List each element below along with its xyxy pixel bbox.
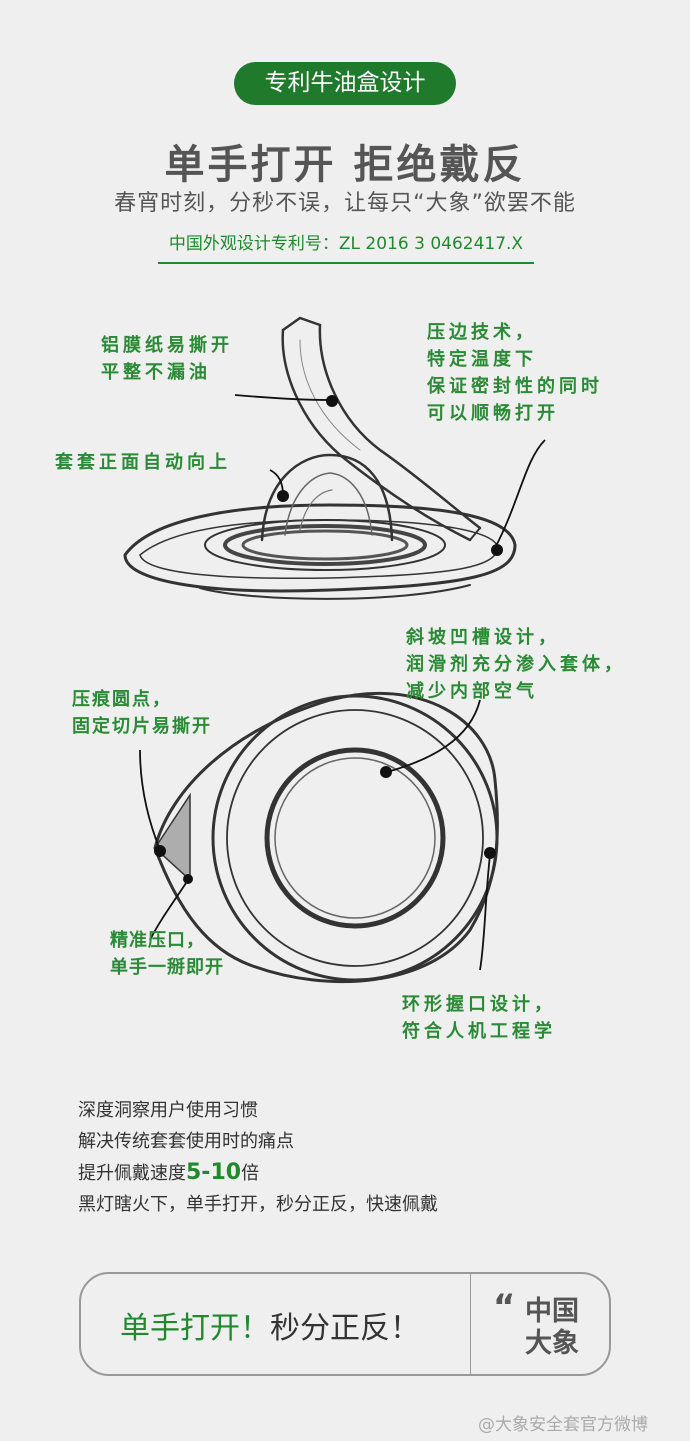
brand-quote-icon: “	[493, 1287, 516, 1327]
callout-notch: 精准压口，单手一掰即开	[110, 930, 224, 978]
cta-slogan: 单手打开！秒分正反！	[120, 1311, 420, 1346]
headline: 单手打开 拒绝戴反	[164, 142, 526, 188]
subline: 春宵时刻，分秒不误，让每只“大象”欲罢不能	[114, 191, 576, 216]
callout-foil: 铝膜纸易撕开平整不漏油	[101, 335, 233, 383]
cta-divider	[470, 1274, 471, 1374]
box-top-view-sketch	[153, 691, 499, 984]
callout-groove: 斜坡凹槽设计，润滑剂充分渗入套体， 减少内部空气	[406, 627, 626, 702]
callout-sealing: 压边技术，特定温度下 保证密封性的同时可以顺畅打开	[427, 322, 603, 424]
callout-grip: 环形握口设计，符合人机工程学	[402, 994, 556, 1042]
open-box-sketch	[123, 316, 517, 600]
callout-dot: 压痕圆点，固定切片易撕开	[72, 689, 212, 737]
leader-lines	[139, 394, 546, 971]
watermark: @大象安全套官方微博	[478, 1415, 648, 1435]
patent-badge: 专利牛油盒设计	[234, 62, 456, 105]
brand-logo: 中国大象	[525, 1296, 579, 1359]
product-sketch	[123, 316, 546, 984]
cta-box	[79, 1272, 611, 1376]
description: 深度洞察用户使用习惯 解决传统套套使用时的痛点 提升佩戴速度5-10倍 黑灯瞎火…	[78, 1100, 438, 1215]
callout-front-up: 套套正面自动向上	[55, 452, 231, 473]
patent-number: 中国外观设计专利号：ZL 2016 3 0462417.X	[158, 229, 534, 264]
leader-dots	[154, 395, 503, 884]
